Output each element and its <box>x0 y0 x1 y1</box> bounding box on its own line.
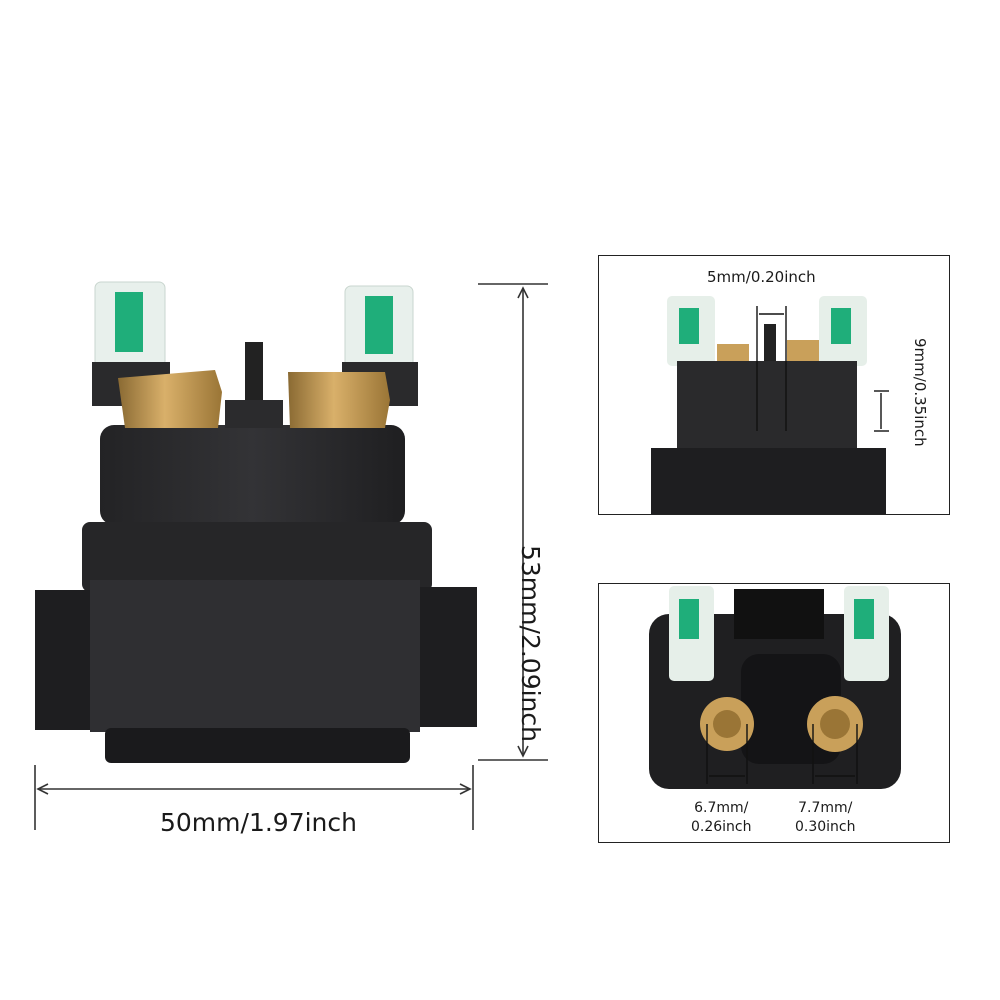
dimension-lines-main <box>34 283 548 830</box>
terminal-right-label: 7.7mm/ 0.30inch <box>795 800 856 835</box>
brass-terminal-right <box>288 372 390 428</box>
inset-terminal-illustration <box>649 586 901 789</box>
height-dimension-label: 53mm/2.09inch <box>516 545 545 742</box>
width-dimension-label: 50mm/1.97inch <box>160 808 357 837</box>
gap-dimension-label: 5mm/0.20inch <box>707 268 816 286</box>
brass-terminal-left <box>118 370 222 428</box>
mount-flange-right <box>415 587 477 727</box>
base <box>105 728 410 763</box>
main-body <box>90 580 420 732</box>
depth-dimension-label: 9mm/0.35inch <box>911 338 929 447</box>
terminal-left-label: 6.7mm/ 0.26inch <box>691 800 752 835</box>
upper-housing <box>100 425 405 525</box>
collar <box>82 522 432 592</box>
inset-top-illustration <box>651 296 889 514</box>
inset-terminal-view: 6.7mm/ 0.26inch 7.7mm/ 0.30inch <box>598 583 950 843</box>
inset-top-view: 5mm/0.20inch 9mm/0.35inch <box>598 255 950 515</box>
